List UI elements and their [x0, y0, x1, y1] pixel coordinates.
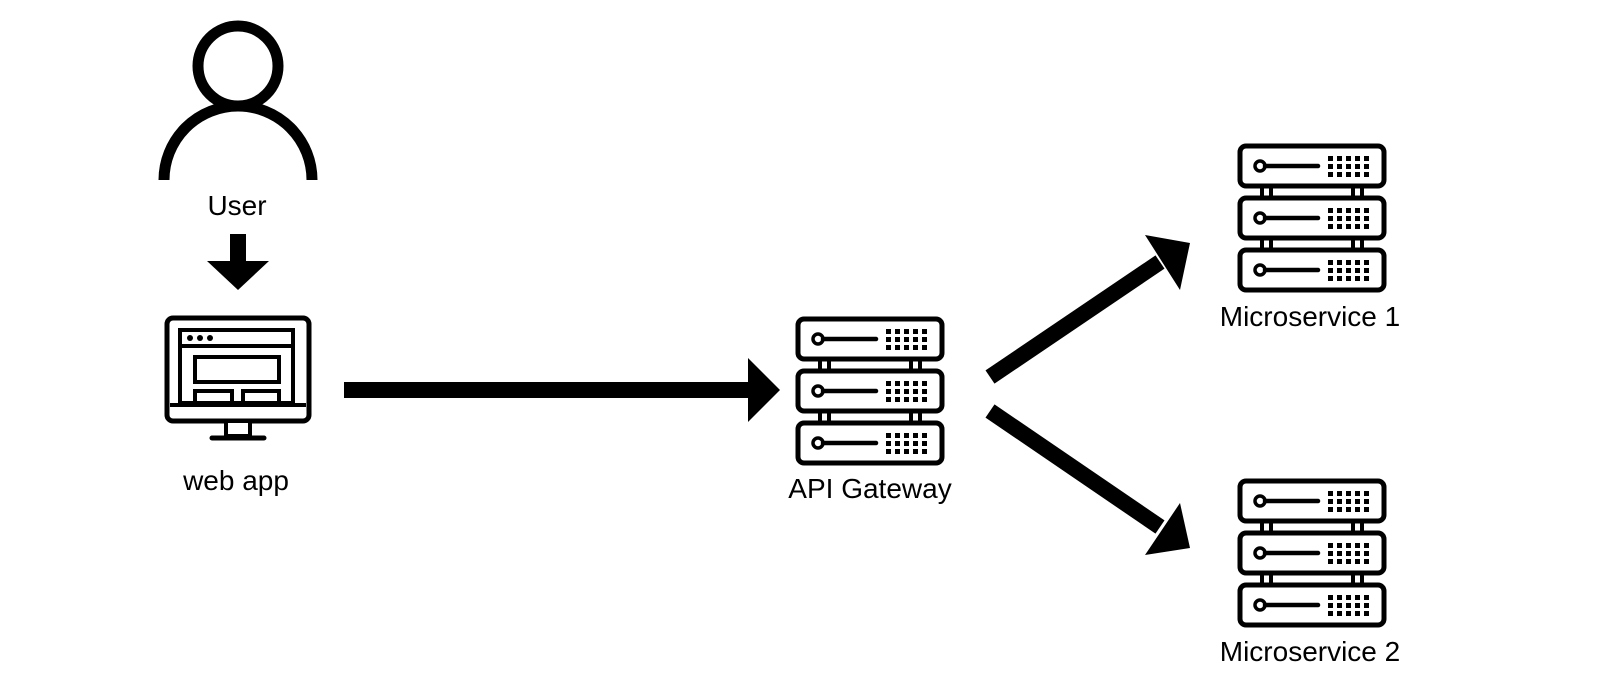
user-icon	[158, 20, 318, 181]
server-rack-icon	[1240, 146, 1384, 290]
microservice-1-label: Microservice 1	[1220, 301, 1400, 332]
arrow-webapp-to-gateway	[344, 358, 780, 422]
arrow-user-to-webapp	[207, 234, 269, 290]
microservice-2-node: Microservice 2	[1220, 481, 1400, 667]
microservice-1-node: Microservice 1	[1220, 146, 1400, 332]
arrow-gateway-to-microservice-1	[985, 235, 1190, 384]
web-app-node: web app	[164, 315, 312, 496]
user-node: User	[158, 20, 318, 221]
microservice-2-label: Microservice 2	[1220, 636, 1400, 667]
server-rack-icon	[798, 319, 942, 463]
api-gateway-label: API Gateway	[788, 473, 951, 504]
api-gateway-node: API Gateway	[788, 319, 952, 504]
web-app-label: web app	[182, 465, 289, 496]
monitor-icon	[164, 315, 312, 441]
arrow-gateway-to-microservice-2	[985, 404, 1190, 555]
user-label: User	[207, 190, 266, 221]
server-rack-icon	[1240, 481, 1384, 625]
